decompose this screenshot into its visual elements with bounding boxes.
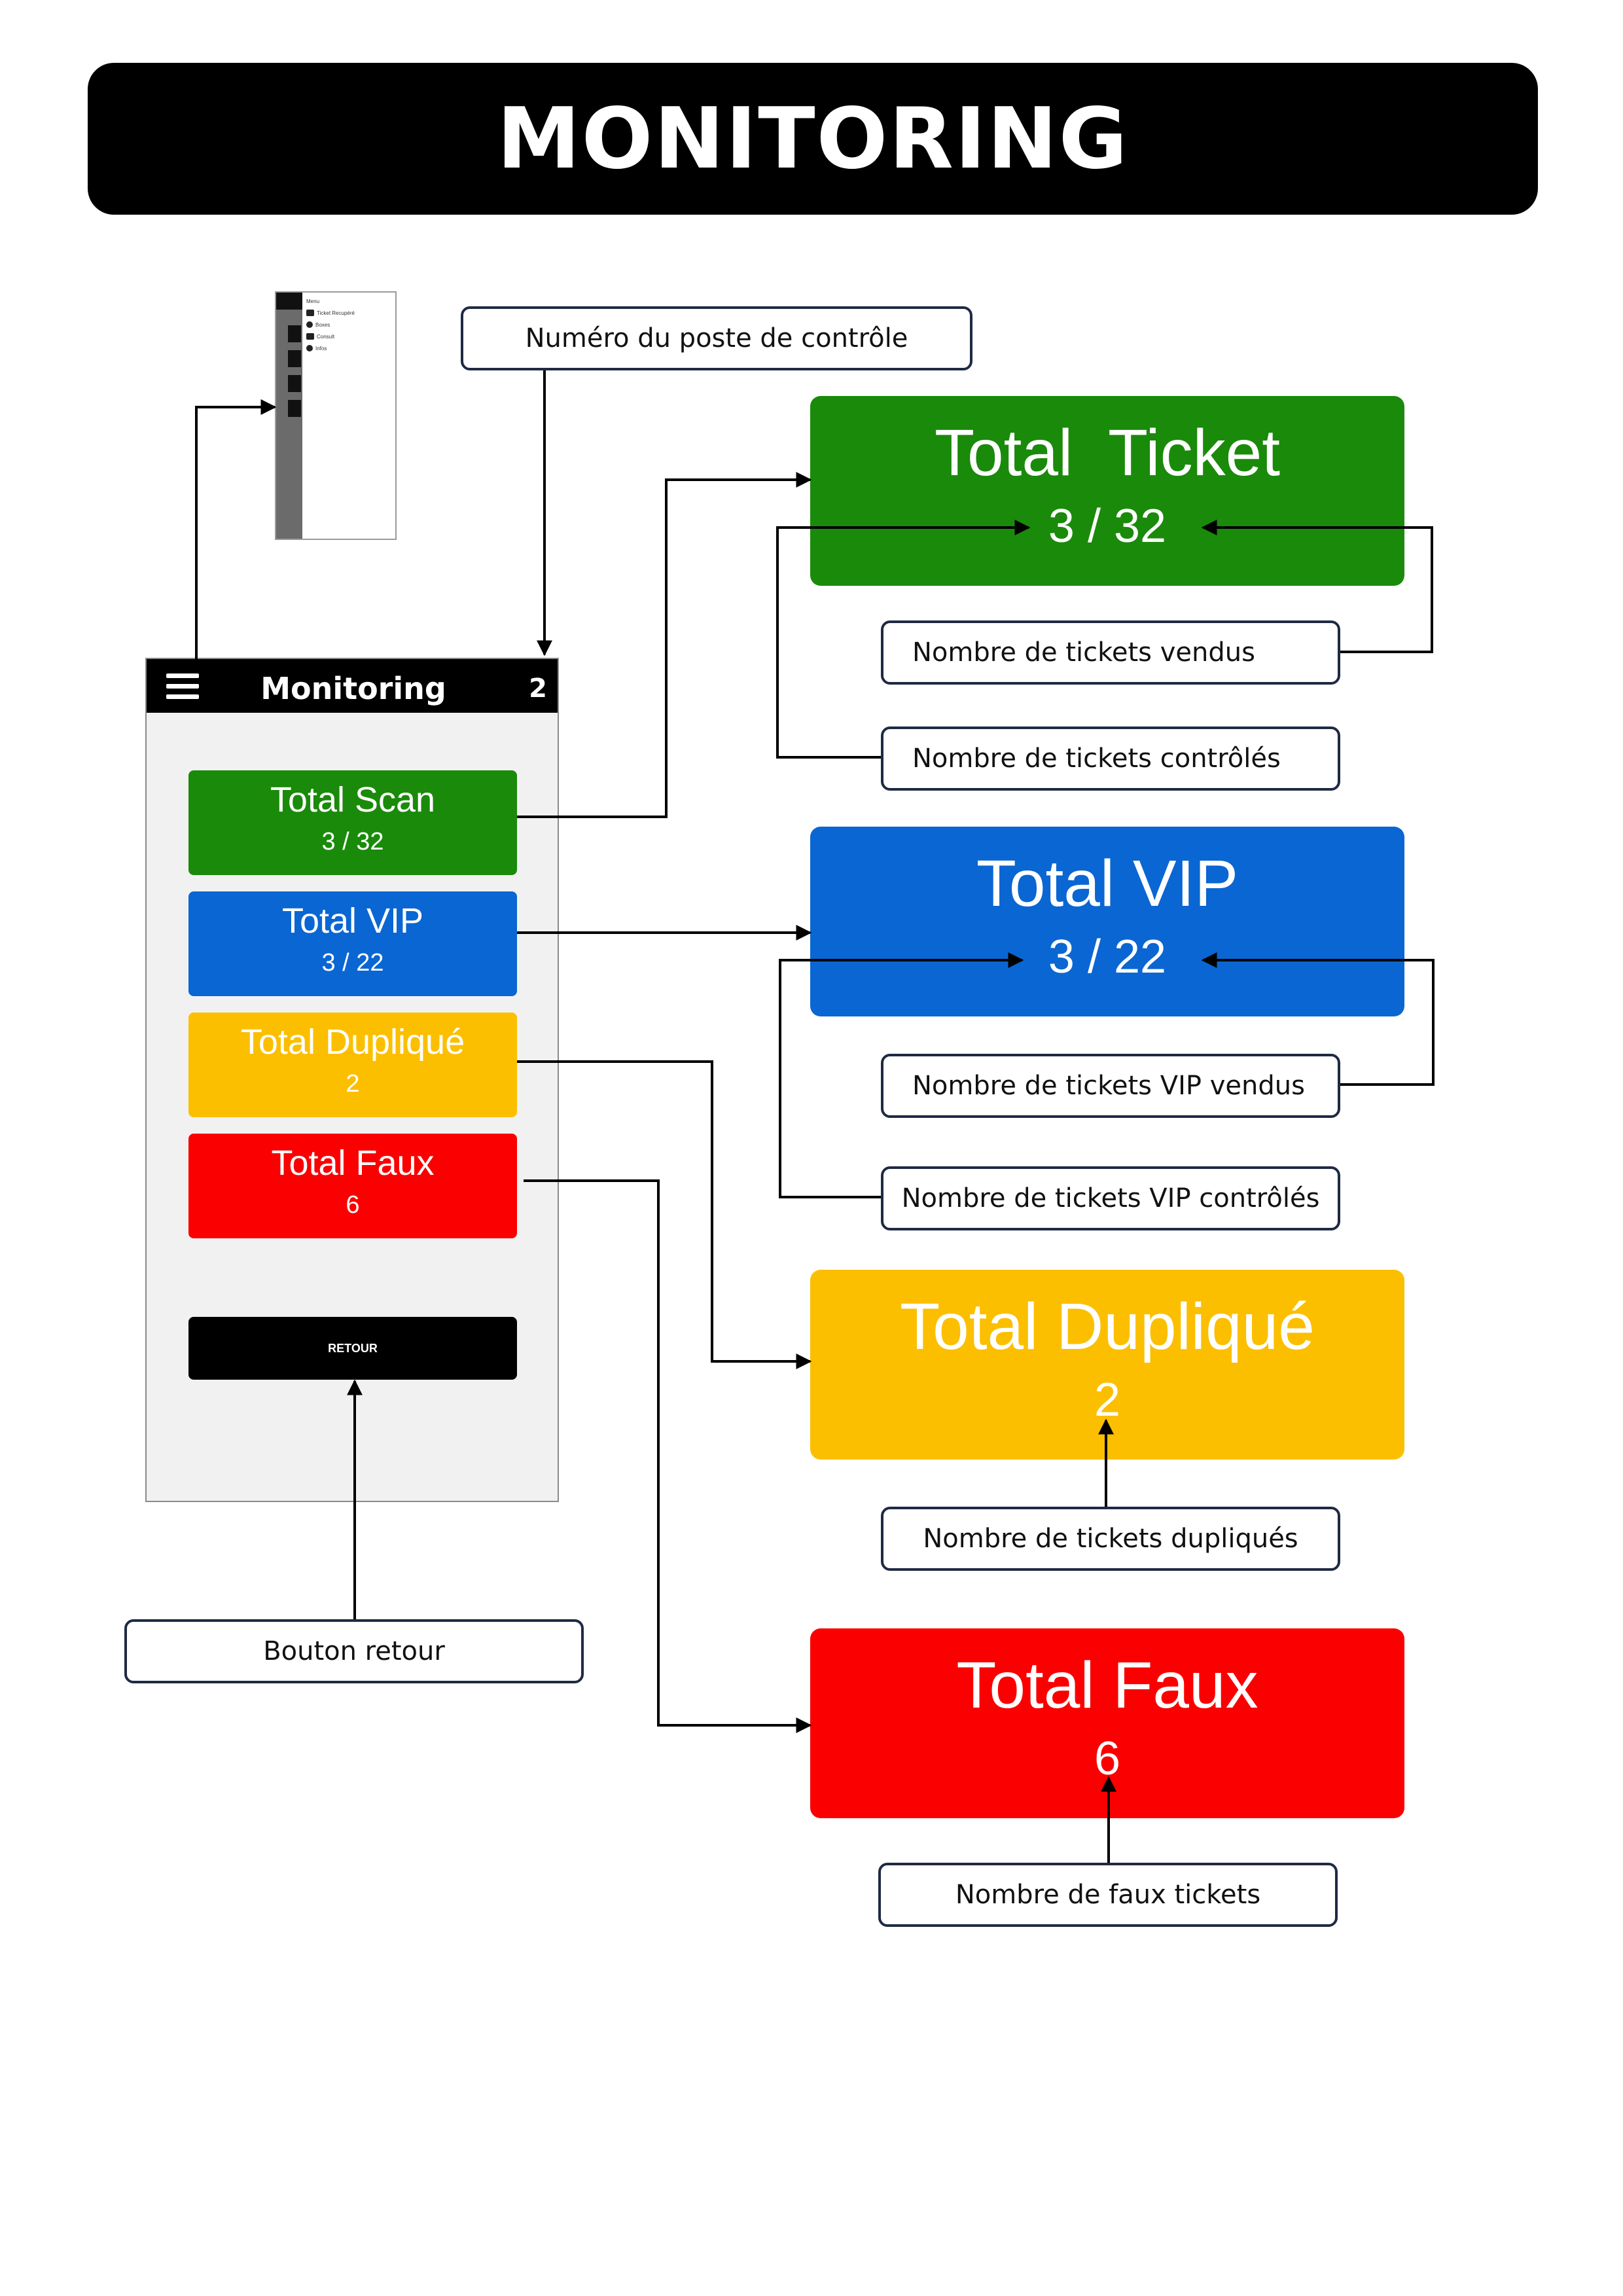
arrow-tickets-sold — [1201, 520, 1433, 653]
info-icon — [306, 345, 313, 351]
drawer-item[interactable]: Consult — [306, 332, 334, 341]
arrow-duplicated — [517, 1060, 812, 1369]
arrow-tickets-checked — [776, 520, 1031, 759]
app-bar-title: Monitoring — [260, 671, 446, 706]
total-scan-card: Total Scan 3 / 32 — [188, 770, 517, 875]
callout-tickets-checked: Nombre de tickets contrôlés — [881, 726, 1340, 791]
callout-vip-sold: Nombre de tickets VIP vendus — [881, 1054, 1340, 1118]
total-ticket-card: Total Ticket 3 / 32 — [810, 396, 1404, 586]
arrow-menu-to-drawer — [195, 399, 277, 660]
card-value: 6 — [346, 1191, 360, 1219]
header-banner: MONITORING — [88, 63, 1538, 215]
arrow-vip-checked — [779, 952, 1024, 1198]
drawer-item[interactable]: Boxes — [306, 320, 330, 329]
globe-icon — [306, 321, 313, 328]
drawer-item-marker — [288, 375, 301, 392]
card-value: 3 / 32 — [1048, 500, 1167, 552]
total-vip-card: Total VIP 3 / 22 — [188, 891, 517, 996]
card-title: Total Scan — [270, 780, 436, 819]
total-duplicated-card: Total Dupliqué 2 — [188, 1013, 517, 1117]
card-title: Total Dupliqué — [240, 1022, 465, 1062]
card-title: Total Faux — [956, 1649, 1258, 1722]
callout-tickets-sold: Nombre de tickets vendus — [881, 620, 1340, 685]
card-title: Total Dupliqué — [900, 1290, 1315, 1363]
card-value: 2 — [1094, 1374, 1121, 1426]
mail-icon — [306, 333, 314, 340]
page-title: MONITORING — [497, 90, 1129, 188]
post-number: 2 — [529, 673, 547, 704]
drawer-item-marker — [288, 350, 301, 367]
card-title: Total VIP — [281, 901, 424, 941]
arrow-fake — [524, 1179, 812, 1733]
card-value: 3 / 32 — [321, 828, 384, 855]
callout-back-button: Bouton retour — [124, 1619, 584, 1683]
card-title: Total Faux — [271, 1143, 435, 1183]
drawer-item-marker — [288, 325, 301, 342]
drawer-item-marker — [288, 400, 301, 417]
card-value: 3 / 22 — [1048, 931, 1167, 983]
ticket-icon — [306, 310, 314, 316]
card-value: 2 — [346, 1070, 360, 1098]
phone-screen: Monitoring 2 Total Scan 3 / 32 Total VIP… — [145, 658, 559, 1502]
arrow-scan-to-ticket — [517, 472, 812, 818]
drawer-menu-thumbnail: Menu Ticket Recupéré Boxes Consult Infos — [275, 291, 397, 540]
total-vip-big-card: Total VIP 3 / 22 — [810, 827, 1404, 1016]
callout-post-number: Numéro du poste de contrôle — [461, 306, 972, 370]
drawer-item[interactable]: Infos — [306, 344, 327, 353]
drawer-topbar — [276, 293, 302, 310]
card-title: Total Ticket — [935, 416, 1280, 490]
arrow-vip-sold — [1201, 952, 1435, 1086]
total-fake-card: Total Faux 6 — [188, 1134, 517, 1238]
back-button[interactable]: RETOUR — [188, 1317, 517, 1380]
card-title: Total VIP — [976, 847, 1239, 920]
callout-fake: Nombre de faux tickets — [878, 1863, 1338, 1927]
drawer-item[interactable]: Ticket Recupéré — [306, 308, 355, 317]
callout-duplicated: Nombre de tickets dupliqués — [881, 1507, 1340, 1571]
callout-vip-checked: Nombre de tickets VIP contrôlés — [881, 1166, 1340, 1230]
app-bar: Monitoring 2 — [147, 659, 558, 713]
hamburger-menu-icon[interactable] — [166, 673, 199, 700]
drawer-menu-header: Menu — [306, 298, 320, 304]
card-value: 3 / 22 — [321, 949, 384, 977]
